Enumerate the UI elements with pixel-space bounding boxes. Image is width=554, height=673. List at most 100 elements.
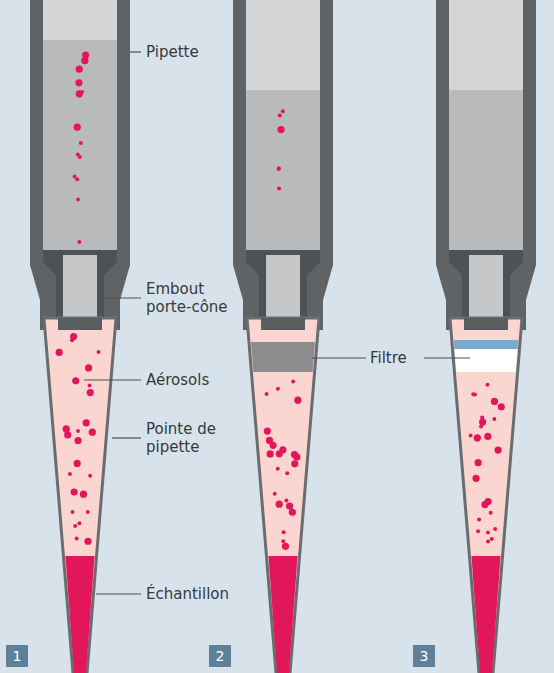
aerosol-dot — [74, 437, 81, 444]
sample-liquid — [65, 556, 94, 673]
aerosol-dot — [284, 544, 288, 548]
callout-number: 1 — [6, 645, 28, 667]
filter — [455, 349, 518, 372]
aerosol-dot — [284, 498, 288, 502]
part-label: Aérosols — [146, 371, 209, 389]
cone-holder-end — [464, 318, 508, 330]
aerosol-dots — [56, 51, 505, 549]
aerosol-dot — [97, 350, 101, 354]
aerosol-dot — [87, 389, 94, 396]
aerosol-dot — [89, 429, 96, 436]
aerosol-dot — [76, 66, 83, 73]
aerosol-dot — [480, 416, 484, 420]
aerosol-dot — [498, 403, 505, 410]
leader-line — [130, 51, 141, 52]
aerosol-dot — [79, 141, 83, 145]
aerosol-dot — [475, 459, 482, 466]
callout-number: 3 — [413, 645, 435, 667]
aerosol-dot — [77, 240, 81, 244]
aerosol-dot — [491, 398, 498, 405]
aerosol-dot — [286, 503, 293, 510]
aerosol-dot — [68, 472, 72, 476]
pipette-piston — [449, 0, 523, 90]
part-label: Embout porte-cône — [146, 280, 238, 316]
part-label: Pointe de pipette — [146, 420, 228, 456]
pipette-group — [30, 0, 536, 673]
aerosol-dot — [291, 451, 298, 458]
aerosol-dot — [273, 492, 277, 496]
leader-line — [98, 297, 141, 298]
aerosol-dot — [71, 488, 78, 495]
aerosol-dot — [282, 530, 286, 534]
aerosol-dot — [476, 529, 480, 533]
aerosol-dot — [76, 152, 80, 156]
aerosol-dot — [484, 433, 491, 440]
aerosol-dot — [72, 377, 79, 384]
aerosol-dot — [469, 434, 473, 438]
pipette-body — [436, 0, 536, 330]
aerosol-dot — [489, 511, 493, 515]
aerosol-dot — [267, 450, 274, 457]
aerosol-dot — [80, 90, 84, 94]
aerosol-dot — [276, 501, 283, 508]
pipette-body — [233, 0, 333, 330]
pipette-channel — [43, 0, 117, 250]
cone-holder-end — [58, 318, 102, 330]
aerosol-dot — [279, 446, 286, 453]
pipette — [436, 0, 536, 673]
aerosol-dot — [281, 539, 285, 543]
aerosol-dot — [486, 540, 490, 544]
aerosol-dot — [84, 538, 91, 545]
aerosol-dot — [56, 349, 63, 356]
aerosol-dot — [485, 383, 489, 387]
aerosol-dot — [282, 543, 289, 550]
pipette-channel — [246, 0, 320, 250]
aerosol-dot — [86, 510, 90, 514]
pipette — [30, 0, 130, 673]
part-label: Pipette — [146, 43, 199, 61]
aerosol-dot — [74, 460, 81, 467]
aerosol-dot — [486, 530, 490, 534]
callout-number: 2 — [209, 645, 231, 667]
pipette-piston — [246, 0, 320, 90]
pipette — [233, 0, 333, 673]
leader-line — [96, 593, 141, 594]
aerosol-dot — [70, 510, 74, 514]
aerosol-dot — [74, 124, 81, 131]
leader-lines — [84, 52, 470, 594]
aerosol-dot — [64, 431, 71, 438]
aerosol-dot — [265, 392, 269, 396]
pipette-body — [30, 0, 130, 330]
aerosol-dot — [269, 442, 276, 449]
aerosol-dot — [277, 126, 284, 133]
aerosol-dot — [77, 521, 81, 525]
aerosol-dot — [82, 51, 89, 58]
aerosol-dot — [88, 474, 92, 478]
aerosol-dot — [70, 333, 77, 340]
aerosol-dot — [83, 419, 90, 426]
aerosol-dot — [80, 491, 87, 498]
aerosol-dot — [276, 387, 280, 391]
aerosol-dot — [75, 79, 82, 86]
pipette-tip — [247, 318, 319, 673]
aerosol-dot — [493, 527, 497, 531]
filter-barrier — [454, 340, 518, 349]
aerosol-dot — [277, 166, 281, 170]
aerosol-dot — [73, 524, 77, 528]
sample-liquid — [268, 556, 297, 673]
aerosol-dot — [88, 383, 92, 387]
pipette-tip — [450, 318, 522, 673]
aerosol-dot — [495, 446, 502, 453]
aerosol-dot — [75, 536, 79, 540]
pipette-piston — [43, 0, 117, 40]
aerosol-dot — [277, 187, 281, 191]
aerosol-dot — [285, 471, 289, 475]
aerosol-dot — [490, 537, 494, 541]
aerosol-dot — [281, 109, 285, 113]
aerosol-dot — [477, 517, 481, 521]
leader-line — [312, 357, 366, 358]
pipette-tip — [44, 318, 116, 673]
leader-line — [424, 357, 470, 358]
filter — [251, 342, 315, 372]
